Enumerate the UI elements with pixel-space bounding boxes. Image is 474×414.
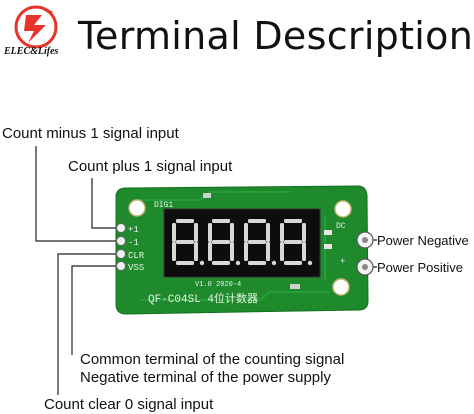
label-count-clear: Count clear 0 signal input [44,396,214,413]
digit-3-segment-g [248,240,266,244]
digit-1-decimal-point [199,260,205,266]
digit-1-segment-f [172,223,176,242]
digit-4-segment-d [284,261,302,265]
digit-3-segment-e [244,242,248,261]
silkscreen-dig1: DIG1 [154,201,173,210]
seven-segment-display [172,219,313,266]
digit-2-segment-e [208,242,212,261]
pin-label-clr: CLR [128,251,145,261]
digit-4-segment-a [284,219,302,223]
label-common-line1: Common terminal of the counting signal [80,351,345,368]
silkscreen-plus: + [340,257,345,267]
digit-3-decimal-point [271,260,277,266]
label-power-negative: Power Negative [377,233,469,248]
digit-1-segment-b [194,223,198,242]
page-title: Terminal Description [78,14,474,58]
label-common-line2: Negative terminal of the power supply [80,369,331,386]
digit-1-segment-g [176,240,194,244]
label-power-positive: Power Positive [377,260,463,275]
digit-2-segment-g [212,240,230,244]
digit-1-segment-e [172,242,176,261]
silkscreen-dc: DC [336,222,346,231]
digit-2-segment-d [212,261,230,265]
digit-4-decimal-point [307,260,313,266]
silkscreen-model: QF-C04SL 4位计数器 [148,291,258,306]
digit-1-segment-d [176,261,194,265]
label-count-minus: Count minus 1 signal input [2,125,179,142]
digit-3-segment-d [248,261,266,265]
brand-name: ELEC&Lifes [4,46,59,57]
digit-4-segment-b [302,223,306,242]
digit-4-segment-e [280,242,284,261]
digit-2-segment-b [230,223,234,242]
digit-3-segment-f [244,223,248,242]
pin-label-plus1: +1 [128,225,139,235]
digit-3-segment-b [266,223,270,242]
pin-pads [116,223,126,271]
digit-3-segment-c [266,242,270,261]
digit-2-segment-f [208,223,212,242]
digit-4-segment-g [284,240,302,244]
digit-2-segment-a [212,219,230,223]
digit-1-segment-c [194,242,198,261]
digit-4-segment-f [280,223,284,242]
digit-2-decimal-point [235,260,241,266]
digit-4-segment-c [302,242,306,261]
digit-3-segment-a [248,219,266,223]
pin-label-vss: VSS [128,263,144,273]
silkscreen-version: V1.0 2020-4 [195,281,241,289]
pin-label-minus1: -1 [128,238,139,248]
label-count-plus: Count plus 1 signal input [68,158,233,175]
digit-1-segment-a [176,219,194,223]
digit-2-segment-c [230,242,234,261]
brand-logo-icon [14,5,58,49]
